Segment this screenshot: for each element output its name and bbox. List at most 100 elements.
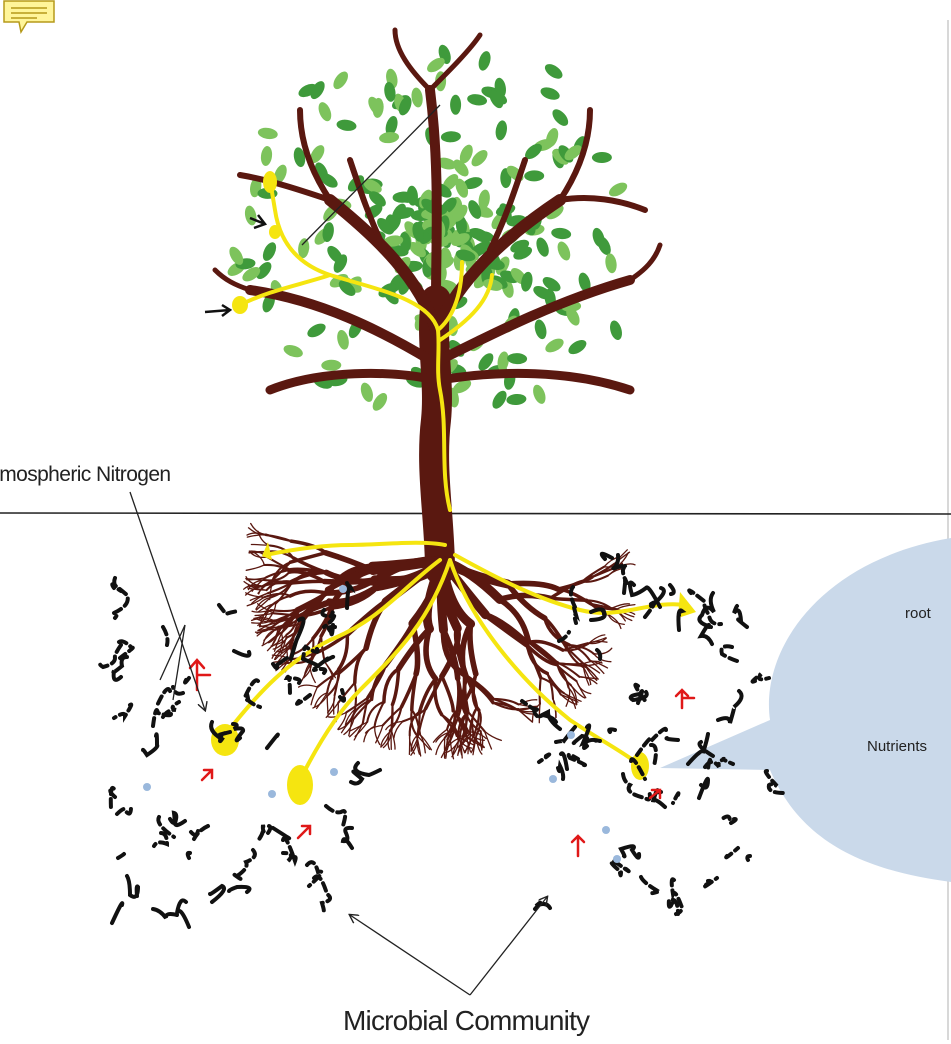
root-branch: [464, 674, 465, 710]
microbe: [355, 763, 380, 775]
microbe: [257, 825, 270, 842]
microbe: [232, 850, 255, 879]
leaf: [305, 321, 328, 340]
microbial-community-label: Microbial Community: [343, 1005, 589, 1037]
root-branch: [420, 735, 431, 750]
microbe: [287, 677, 300, 697]
microbe: [721, 646, 737, 661]
atmospheric-nitrogen-pointers: [130, 492, 205, 710]
microbe: [701, 625, 712, 644]
microbe: [569, 755, 585, 765]
microbe: [641, 877, 657, 893]
microbe: [669, 900, 678, 914]
microbe: [100, 645, 121, 667]
microbe: [114, 704, 131, 718]
root-branch: [364, 726, 375, 741]
leaf: [566, 337, 589, 357]
leaf: [410, 87, 424, 108]
leaf: [543, 336, 566, 355]
leaf: [550, 106, 572, 128]
microbe: [602, 554, 612, 559]
leaf: [506, 393, 527, 406]
leaf: [321, 360, 341, 371]
microbe-blue: [268, 790, 276, 798]
ground-line: [0, 513, 951, 514]
root-branch: [326, 553, 373, 571]
atmospheric-nitrogen-label: tmospheric Nitrogen: [0, 463, 171, 487]
microbe: [747, 856, 750, 860]
microbe: [699, 779, 708, 798]
leaf: [608, 319, 624, 341]
root-branch: [334, 695, 335, 714]
microbe: [621, 846, 639, 857]
microbe: [753, 674, 769, 682]
leaf: [359, 381, 376, 403]
microbe-blue: [613, 855, 621, 863]
microbe: [118, 854, 124, 858]
microbe: [726, 848, 738, 857]
microbe: [609, 729, 615, 732]
microbe-blue: [330, 768, 338, 776]
leaf: [450, 95, 461, 115]
microbial-community-pointers: [350, 897, 547, 995]
microbe: [267, 735, 278, 749]
root-branch: [288, 581, 324, 583]
microbe: [637, 729, 666, 755]
microbe: [297, 695, 310, 704]
leaf: [260, 240, 279, 263]
microbe: [666, 738, 678, 740]
microbe: [718, 691, 742, 723]
root-branch: [266, 535, 291, 541]
microbe: [539, 754, 549, 762]
microbe: [127, 876, 138, 897]
leaf: [379, 131, 400, 144]
comment-note-icon[interactable]: [3, 0, 55, 34]
nutrients-callout: [660, 538, 951, 882]
microbe: [326, 806, 345, 829]
microbe: [154, 833, 167, 846]
microbe: [307, 862, 321, 886]
leaf: [336, 118, 357, 132]
microbe: [163, 627, 168, 645]
root-label: root: [905, 605, 931, 622]
microbe: [229, 887, 249, 892]
leaf: [533, 318, 549, 340]
leaf: [243, 205, 258, 227]
root-branch: [442, 676, 453, 711]
leaf: [542, 61, 565, 81]
microbe: [153, 909, 177, 918]
tree-trunk: [215, 30, 660, 570]
leaf: [555, 240, 573, 263]
root-branch: [470, 624, 476, 674]
microbe: [689, 590, 721, 624]
microbe: [343, 828, 352, 848]
microbe: [117, 807, 131, 814]
leaf: [592, 152, 612, 163]
microbe: [558, 766, 563, 779]
microbe-blue: [567, 731, 575, 739]
root-branch: [299, 685, 318, 687]
leaf-arrow: [205, 305, 230, 316]
microbe: [188, 853, 190, 858]
microbe-blue: [339, 585, 347, 593]
microbe: [234, 651, 249, 656]
leaf: [494, 119, 508, 141]
microbe: [651, 745, 656, 766]
microbe-blue: [549, 775, 557, 783]
leaf: [260, 145, 273, 166]
nutrient-flow-paths: [225, 180, 685, 780]
root-branch: [594, 654, 611, 662]
microbe: [185, 678, 189, 683]
microbe: [273, 828, 289, 838]
root-branch: [246, 565, 264, 570]
microbe-blue: [143, 783, 151, 791]
leaf: [531, 383, 548, 406]
leaf: [539, 85, 562, 102]
microbe: [112, 584, 128, 618]
root-branch: [539, 704, 540, 723]
microbe: [670, 585, 674, 594]
microbe: [110, 788, 115, 809]
microbe: [611, 861, 628, 875]
microbe: [112, 903, 122, 923]
